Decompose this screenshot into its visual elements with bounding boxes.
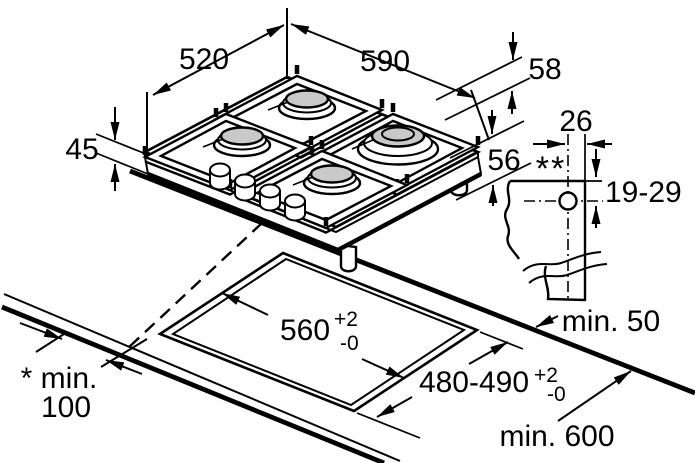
- burner-right-large: [351, 124, 440, 166]
- dim-side-clearance: * min. 100: [19, 322, 148, 424]
- hob-leg-front: [339, 243, 358, 273]
- dim-top-depth-590: 590: [290, 23, 490, 141]
- dim-45-label: 45: [65, 133, 98, 166]
- dim-edge-height-58: 58: [435, 32, 562, 121]
- min-100-label-line1: * min.: [21, 362, 98, 395]
- dim-590-label: 590: [360, 45, 410, 78]
- dim-cutout-depth: 480-490 +2 -0: [356, 331, 566, 439]
- dim-body-height-45: 45: [65, 107, 149, 191]
- dim-480-490-tol-plus: +2: [534, 364, 558, 387]
- dim-560-label: 560: [280, 314, 330, 347]
- detail-left-edge: [503, 180, 521, 260]
- dim-install-clearance-56: 56: [449, 110, 532, 206]
- dim-480-490-label: 480-490: [419, 366, 529, 399]
- alignment-dashed-line: [127, 222, 263, 349]
- min-50-label: min. 50: [562, 305, 660, 338]
- dim-front-clearance: min. 50: [535, 305, 660, 338]
- control-knobs: [209, 162, 306, 222]
- footnote-asterisks: **: [536, 150, 566, 188]
- mounting-hole: [558, 191, 578, 211]
- dim-560-tol-plus: +2: [334, 308, 358, 331]
- hob-plate-edge: [144, 152, 479, 234]
- dim-19-29-label: 19-29: [605, 176, 682, 209]
- dim-56-label: 56: [487, 144, 520, 177]
- dim-480-490-tol-minus: -0: [547, 383, 566, 406]
- worktop-drawing: 560 +2 -0 480-490 +2 -0 min. 50 min. 600: [1, 168, 695, 463]
- break-line-1: [522, 251, 602, 272]
- worktop-near-edge-top: [3, 293, 401, 462]
- worktop-near-edge: [1, 304, 385, 463]
- dim-58-label: 58: [528, 53, 561, 86]
- gas-hob-drawing: [141, 65, 483, 273]
- dim-26-label: 26: [559, 105, 592, 138]
- detail-lower-edge: [543, 265, 586, 302]
- dim-cutout-width: 560 +2 -0: [221, 292, 405, 379]
- burner-front: [292, 164, 362, 196]
- dim-top-width-520: 520: [146, 8, 288, 158]
- dim-rear-clearance: min. 600: [499, 370, 632, 453]
- min-600-label: min. 600: [499, 420, 614, 453]
- mounting-detail-drawing: 26 ** 19-29: [503, 105, 682, 302]
- burner-left: [202, 126, 272, 158]
- hob-bottom-edge: [147, 171, 483, 253]
- min-100-label-line2: 100: [41, 391, 91, 424]
- dim-560-tol-minus: -0: [340, 332, 359, 355]
- break-line-2: [528, 263, 608, 284]
- worktop-front-edge: [129, 168, 695, 396]
- dim-520-label: 520: [179, 43, 229, 76]
